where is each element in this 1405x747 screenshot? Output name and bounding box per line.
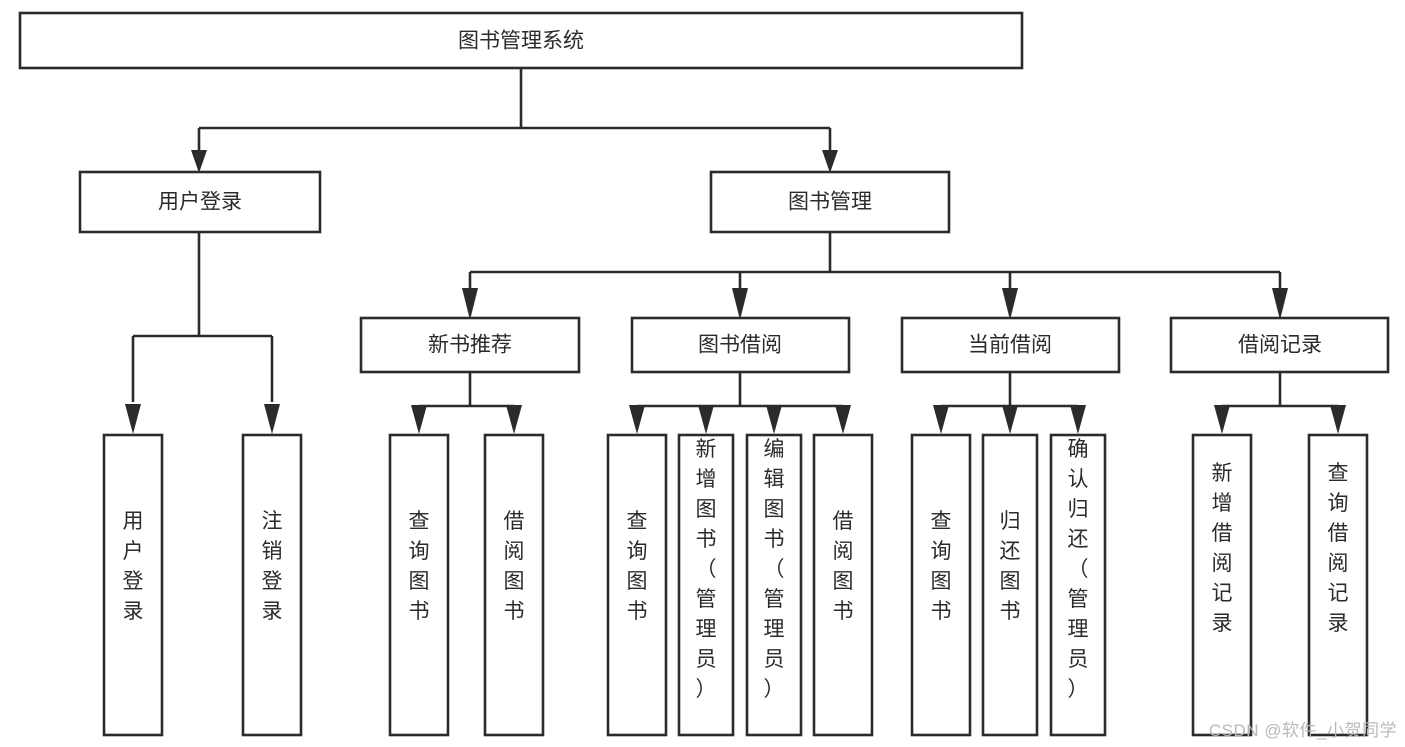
- leaf-current-return-book-label: 归还图书: [1000, 510, 1021, 623]
- node-root-label: 图书管理系统: [458, 30, 584, 53]
- csdn-watermark: CSDN @软件_小贺同学: [1208, 721, 1397, 740]
- node-book-management-label: 图书管理: [788, 191, 872, 214]
- node-current-borrow-box[interactable]: [900, 316, 1121, 374]
- leaf-record-query-record-label: 查询借阅记录: [1328, 462, 1349, 635]
- node-book-management[interactable]: 图书管理: [709, 170, 951, 234]
- arrow-to-book-mgmt: [822, 150, 838, 173]
- leaf-newbook-query-book[interactable]: 查询图书: [388, 433, 450, 737]
- leaf-current-return-book-box[interactable]: [981, 433, 1039, 737]
- leaf-current-confirm-return-admin-label: 确认归还（管理员）: [1068, 438, 1089, 701]
- node-current-borrow-label: 当前借阅: [968, 334, 1052, 357]
- node-new-book-recommend[interactable]: 新书推荐: [359, 316, 581, 374]
- arrow-to-new-book-rec: [462, 288, 478, 320]
- leaf-borrow-query-book-label: 查询图书: [627, 510, 648, 623]
- node-book-borrow-label: 图书借阅: [698, 334, 782, 357]
- node-book-management-box[interactable]: [709, 170, 951, 234]
- leaf-current-return-book[interactable]: 归还图书: [981, 433, 1039, 737]
- node-borrow-record-label: 借阅记录: [1238, 334, 1322, 357]
- arrow-to-borrow-record: [1272, 288, 1288, 320]
- node-root[interactable]: 图书管理系统: [18, 11, 1024, 70]
- leaf-borrow-borrow-book-box[interactable]: [812, 433, 874, 737]
- leaf-borrow-query-book-box[interactable]: [606, 433, 668, 737]
- leaf-newbook-query-book-box[interactable]: [388, 433, 450, 737]
- node-borrow-record-box[interactable]: [1169, 316, 1390, 374]
- leaf-newbook-borrow-book-box[interactable]: [483, 433, 545, 737]
- leaf-record-add-record-box[interactable]: [1191, 433, 1253, 737]
- leaf-record-add-record-label: 新增借阅记录: [1212, 462, 1233, 635]
- leaf-borrow-add-book-admin[interactable]: 新增图书（管理员）: [677, 433, 735, 737]
- node-current-borrow[interactable]: 当前借阅: [900, 316, 1121, 374]
- leaf-newbook-query-book-label: 查询图书: [409, 510, 430, 623]
- arrow-to-user-login: [191, 150, 207, 173]
- arrow-to-current-leaf-2: [1002, 405, 1018, 434]
- arrow-to-newbook-leaf-1: [411, 405, 427, 434]
- leaf-borrow-add-book-admin-box[interactable]: [677, 433, 735, 737]
- arrow-to-borrow-leaf-3: [766, 405, 782, 434]
- leaf-user-login[interactable]: 用户登录: [102, 433, 164, 737]
- leaf-borrow-edit-book-admin-box[interactable]: [745, 433, 803, 737]
- node-user-login-label: 用户登录: [158, 191, 242, 214]
- leaf-current-confirm-return-admin-box[interactable]: [1049, 433, 1107, 737]
- arrow-to-record-leaf-2: [1330, 405, 1346, 434]
- arrow-to-record-leaf-1: [1214, 405, 1230, 434]
- arrow-to-current-leaf-3: [1070, 405, 1086, 434]
- arrow-to-book-borrow: [732, 288, 748, 320]
- leaf-current-query-book-box[interactable]: [910, 433, 972, 737]
- leaf-current-query-book-label: 查询图书: [931, 510, 952, 623]
- leaf-current-query-book[interactable]: 查询图书: [910, 433, 972, 737]
- node-new-book-recommend-box[interactable]: [359, 316, 581, 374]
- arrow-to-current-leaf-1: [933, 405, 949, 434]
- node-borrow-record[interactable]: 借阅记录: [1169, 316, 1390, 374]
- node-book-borrow[interactable]: 图书借阅: [630, 316, 851, 374]
- node-user-login[interactable]: 用户登录: [78, 170, 322, 234]
- leaf-newbook-borrow-book-label: 借阅图书: [504, 510, 525, 623]
- node-book-borrow-box[interactable]: [630, 316, 851, 374]
- arrow-to-borrow-leaf-1: [629, 405, 645, 434]
- leaf-borrow-edit-book-admin[interactable]: 编辑图书（管理员）: [745, 433, 803, 737]
- edge-layer: [125, 68, 1346, 434]
- leaf-borrow-add-book-admin-label: 新增图书（管理员）: [696, 438, 717, 701]
- leaf-record-add-record[interactable]: 新增借阅记录: [1191, 433, 1253, 737]
- leaf-borrow-query-book[interactable]: 查询图书: [606, 433, 668, 737]
- leaf-user-login-label: 用户登录: [123, 510, 144, 623]
- leaf-record-query-record[interactable]: 查询借阅记录: [1307, 433, 1369, 737]
- leaf-borrow-borrow-book-label: 借阅图书: [833, 510, 854, 623]
- node-root-box[interactable]: [18, 11, 1024, 70]
- leaf-borrow-borrow-book[interactable]: 借阅图书: [812, 433, 874, 737]
- leaf-newbook-borrow-book[interactable]: 借阅图书: [483, 433, 545, 737]
- node-new-book-recommend-label: 新书推荐: [428, 334, 512, 357]
- leaf-borrow-edit-book-admin-label: 编辑图书（管理员）: [764, 438, 785, 701]
- arrow-to-newbook-leaf-2: [506, 405, 522, 434]
- leaf-logout[interactable]: 注销登录: [241, 433, 303, 737]
- arrow-to-leaf-logout: [264, 404, 280, 434]
- arrow-to-borrow-leaf-2: [698, 405, 714, 434]
- leaf-logout-label: 注销登录: [262, 510, 283, 623]
- arrow-to-current-borrow: [1002, 288, 1018, 320]
- arrow-to-leaf-user-login: [125, 404, 141, 434]
- leaf-current-confirm-return-admin[interactable]: 确认归还（管理员）: [1049, 433, 1107, 737]
- arrow-to-borrow-leaf-4: [835, 405, 851, 434]
- node-user-login-box[interactable]: [78, 170, 322, 234]
- leaf-record-query-record-box[interactable]: [1307, 433, 1369, 737]
- leaf-user-login-box[interactable]: [102, 433, 164, 737]
- leaf-logout-box[interactable]: [241, 433, 303, 737]
